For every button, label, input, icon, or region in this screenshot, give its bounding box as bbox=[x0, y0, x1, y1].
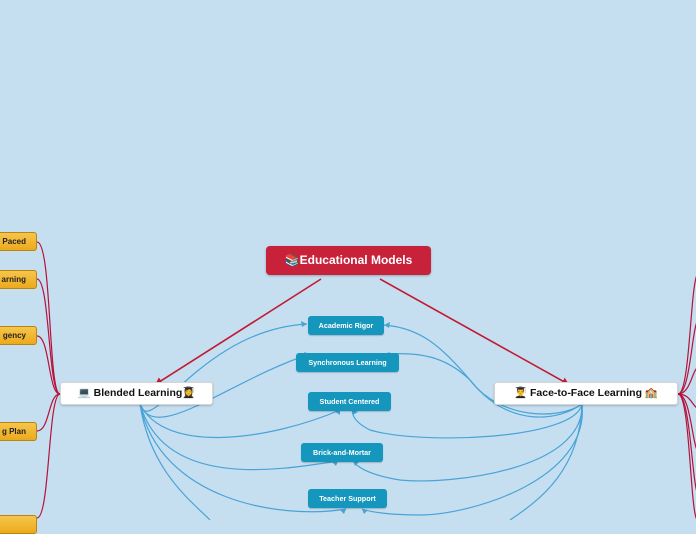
left-node-bottom[interactable] bbox=[0, 515, 37, 534]
left-node-paced[interactable]: Paced bbox=[0, 232, 37, 251]
shared-node-brick-and-mortar[interactable]: Brick-and-Mortar bbox=[301, 443, 383, 462]
right-branch-links bbox=[677, 276, 696, 519]
shared-node-student-centered[interactable]: Student Centered bbox=[308, 392, 391, 411]
face-to-shared-links bbox=[351, 324, 583, 520]
blended-learning-node[interactable]: 💻 Blended Learning👩‍🎓 bbox=[60, 382, 213, 405]
left-node-agency[interactable]: gency bbox=[0, 326, 37, 345]
shared-node-synchronous-learning[interactable]: Synchronous Learning bbox=[296, 353, 399, 372]
left-node-plan[interactable]: g Plan bbox=[0, 422, 37, 441]
left-node-learning[interactable]: arning bbox=[0, 270, 37, 289]
connector-lines bbox=[36, 241, 696, 520]
left-branch-links bbox=[36, 241, 61, 519]
root-to-blended-link bbox=[155, 278, 322, 385]
root-node[interactable]: 📚Educational Models bbox=[266, 246, 431, 275]
face-to-face-learning-node[interactable]: 👨‍🎓 Face-to-Face Learning 🏫 bbox=[494, 382, 678, 405]
shared-node-teacher-support[interactable]: Teacher Support bbox=[308, 489, 387, 508]
shared-arrowheads bbox=[301, 321, 390, 514]
root-to-face-to-face-link bbox=[379, 278, 569, 385]
shared-node-academic-rigor[interactable]: Academic Rigor bbox=[308, 316, 384, 335]
